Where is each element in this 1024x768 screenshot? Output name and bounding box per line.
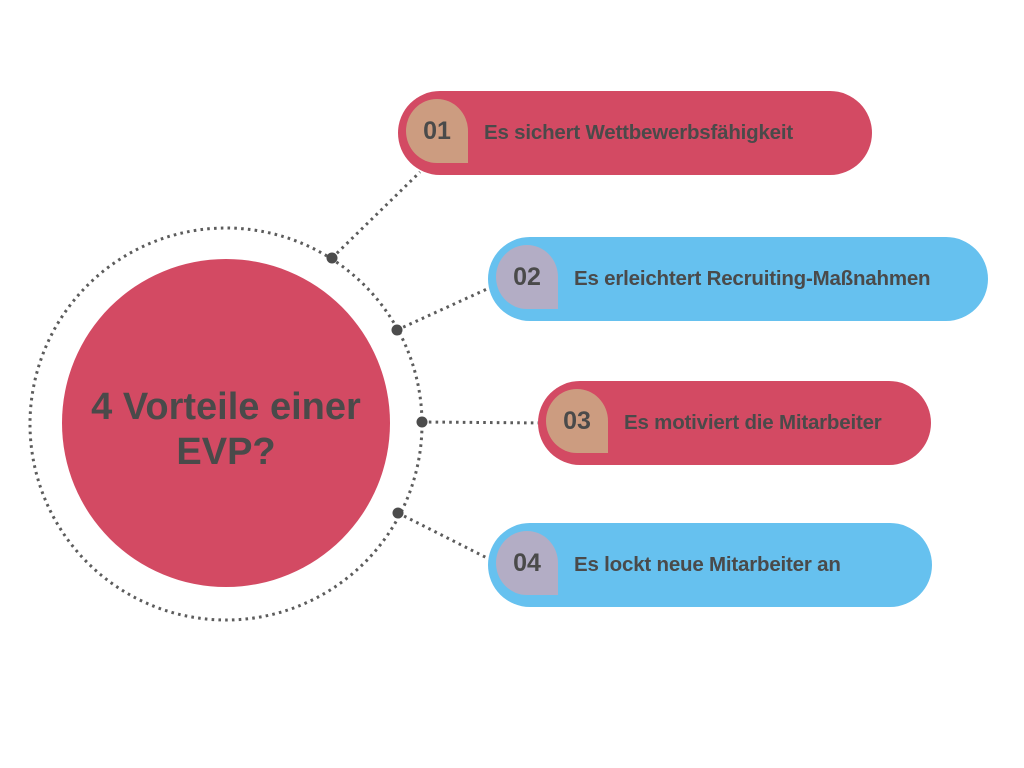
connector-line-1 [330,170,422,260]
connector-line-2 [396,282,499,332]
number-badge-3-text: 03 [563,406,591,435]
benefit-pill-1: 01 Es sichert Wettbewerbsfähigkeit [398,91,872,175]
number-badge-1-text: 01 [423,116,451,145]
number-badge-2-text: 02 [513,262,541,291]
number-badge-4: 04 [496,531,558,595]
connector-line-4 [397,511,496,564]
connector-line-3 [421,420,547,425]
benefit-pill-2: 02 Es erleichtert Recruiting-Maßnahmen [488,237,988,321]
central-topic-title: 4 Vorteile einer EVP? [91,386,361,473]
junction-node-3 [416,416,428,428]
junction-node-2 [391,324,403,336]
benefit-pill-4: 04 Es lockt neue Mitarbeiter an [488,523,932,607]
benefit-label-1: Es sichert Wettbewerbsfähigkeit [484,121,793,144]
number-badge-2: 02 [496,245,558,309]
benefit-label-4: Es lockt neue Mitarbeiter an [574,553,841,576]
number-badge-4-text: 04 [513,548,541,577]
central-topic-circle: 4 Vorteile einer EVP? [62,259,390,587]
number-badge-3: 03 [546,389,608,453]
benefit-pill-3: 03 Es motiviert die Mitarbeiter [538,381,931,465]
junction-node-1 [326,252,338,264]
junction-node-4 [392,507,404,519]
benefit-label-3: Es motiviert die Mitarbeiter [624,411,882,434]
number-badge-1: 01 [406,99,468,163]
benefit-label-2: Es erleichtert Recruiting-Maßnahmen [574,267,931,290]
